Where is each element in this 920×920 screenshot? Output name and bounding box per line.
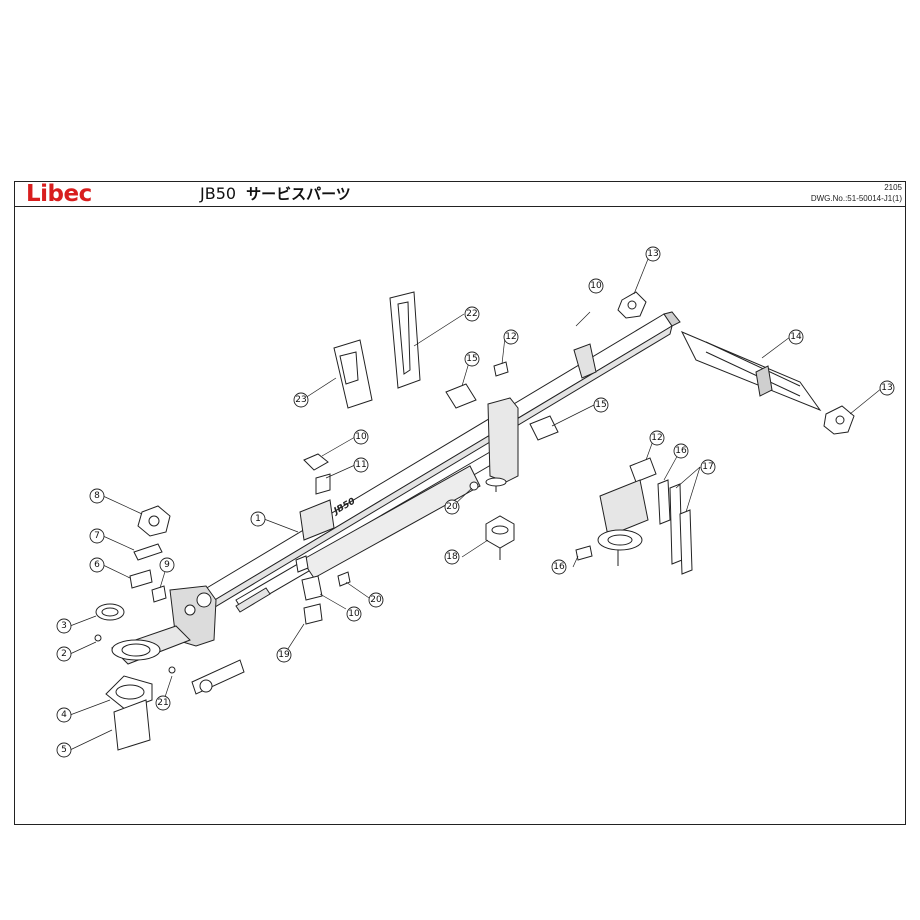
main-boom: JB50 [189, 311, 681, 617]
callout-circle-7 [89, 528, 105, 544]
callout-circle-13a [645, 246, 661, 262]
callout-circle-12b [649, 430, 665, 446]
callout-circle-11 [353, 457, 369, 473]
document-title: JB50 サービスパーツ [200, 184, 351, 204]
callout-label: 9 [164, 560, 170, 570]
callout-circle-15a [464, 351, 480, 367]
callout-label: 13 [881, 383, 892, 393]
boom-clips [333, 291, 421, 409]
callout-label: 12 [651, 433, 662, 443]
callout-circle-16a [673, 443, 689, 459]
callout-label: 10 [590, 281, 602, 291]
center-head-block [485, 343, 597, 492]
callout-label: 5 [61, 745, 67, 755]
lower-boom-tube [235, 451, 497, 611]
callout-circle-21 [155, 695, 171, 711]
callout-circle-10b [346, 606, 362, 622]
callout-label: 13 [647, 249, 658, 259]
callout-circle-16b [551, 559, 567, 575]
callout-label: 6 [94, 560, 100, 570]
callout-circle-10a [588, 278, 604, 294]
left-end-bracket [111, 585, 271, 665]
left-small-parts [94, 505, 245, 751]
callout-label: 15 [466, 354, 477, 364]
middle-clamp-parts [295, 453, 351, 625]
callout-circle-13b [879, 380, 895, 396]
model-name: JB50 [200, 184, 237, 203]
callout-circle-22 [464, 306, 480, 322]
callout-circle-20b [368, 592, 384, 608]
callout-label: 10 [355, 432, 367, 442]
callout-label: 2 [61, 649, 67, 659]
callout-circle-23 [293, 392, 309, 408]
title-service-parts: サービスパーツ [246, 185, 351, 203]
right-pan-assembly [575, 457, 693, 575]
callout-label: 3 [61, 621, 67, 631]
callout-circle-9 [159, 557, 175, 573]
callout-circle-4 [56, 707, 72, 723]
callout-label: 4 [61, 710, 67, 720]
callout-circle-1 [250, 511, 266, 527]
callout-label: 10 [348, 609, 360, 619]
callout-label: 16 [553, 562, 565, 572]
callout-circle-18 [444, 549, 460, 565]
callout-label: 12 [505, 332, 516, 342]
counterweight-rod [617, 291, 855, 435]
callout-label: 22 [466, 309, 477, 319]
callout-label: 18 [446, 552, 458, 562]
callout-label: 7 [94, 531, 100, 541]
header-divider [14, 206, 906, 207]
callout-circle-3 [56, 618, 72, 634]
callout-label: 11 [355, 460, 366, 470]
callout-circle-6 [89, 557, 105, 573]
callout-label: 20 [370, 595, 382, 605]
drawing-sheet-border [14, 181, 906, 825]
callout-label: 14 [790, 332, 802, 342]
callout-label: 19 [278, 650, 290, 660]
callout-label: 20 [446, 502, 458, 512]
drawing-number: DWG.No.:51-50014-J1(1) [810, 194, 902, 203]
callout-label: 21 [157, 698, 168, 708]
callout-circle-20a [444, 499, 460, 515]
callout-circle-19 [276, 647, 292, 663]
callout-circle-17 [700, 459, 716, 475]
callout-label: 16 [675, 446, 687, 456]
callout-circle-12a [503, 329, 519, 345]
revision-code: 2105 [884, 183, 902, 192]
callout-label: 15 [595, 400, 606, 410]
center-lower-parts [469, 481, 515, 560]
callout-circle-14 [788, 329, 804, 345]
callout-circle-8 [89, 488, 105, 504]
callout-circle-15b [593, 397, 609, 413]
callout-circle-5 [56, 742, 72, 758]
pan-brackets [445, 361, 559, 441]
callout-label: 23 [295, 395, 306, 405]
callout-circle-10c [353, 429, 369, 445]
libec-logo: Libec [26, 181, 92, 207]
callout-label: 8 [94, 491, 100, 501]
callout-circle-2 [56, 646, 72, 662]
callout-label: 1 [255, 514, 261, 524]
callout-label: 17 [702, 462, 713, 472]
